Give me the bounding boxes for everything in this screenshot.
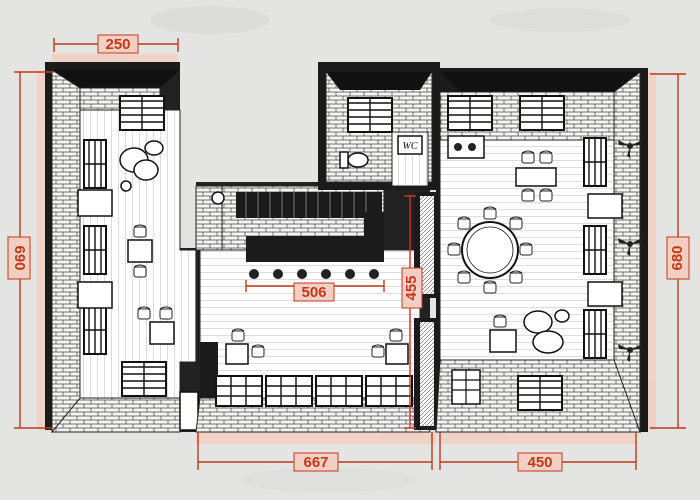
wall-picture [77, 281, 113, 309]
sink-icon [211, 191, 225, 205]
dimension-bar-length: 506 [301, 284, 326, 301]
window-icon [83, 225, 107, 275]
right-room [435, 68, 648, 434]
chair-icon [251, 344, 265, 358]
stool-icon [273, 269, 283, 279]
table-icon [127, 224, 153, 278]
dimension-bottom-center: 667 [303, 454, 328, 471]
chair-icon [539, 188, 553, 202]
chair-icon [231, 328, 245, 342]
chair-icon [521, 150, 535, 164]
window-icon [583, 225, 607, 275]
wall-picture [587, 281, 623, 307]
chair-icon [509, 270, 523, 284]
wall-picture [587, 193, 623, 219]
dimension-left-height: 690 [11, 245, 28, 270]
chair-icon [521, 188, 535, 202]
bar-stools [249, 269, 379, 279]
window-icon [519, 95, 565, 131]
wc-label: WC [403, 141, 418, 152]
chair-icon [447, 242, 461, 256]
paper-texture [150, 6, 630, 492]
chair-icon [519, 242, 533, 256]
window-icon [517, 375, 563, 411]
stool-icon [345, 269, 355, 279]
center-room [179, 182, 431, 433]
chair-icon [493, 314, 507, 328]
armchair-icon [119, 140, 164, 192]
stool-icon [249, 269, 259, 279]
chair-icon [509, 216, 523, 230]
toilet-icon [339, 151, 369, 169]
round-table-icon [447, 206, 533, 294]
table-icon [137, 306, 175, 345]
wall-stub [179, 391, 199, 431]
window-icon [121, 361, 167, 397]
window-icon [83, 305, 107, 355]
side-counter [200, 342, 218, 410]
dimension-bottom-right: 450 [527, 454, 552, 471]
window-icon [347, 97, 393, 133]
chair-icon [483, 280, 497, 294]
chair-icon [389, 328, 403, 342]
wc-sign [397, 135, 423, 155]
bar-counter [246, 212, 384, 262]
chair-icon [539, 150, 553, 164]
chair-icon [137, 306, 151, 320]
chair-icon [133, 224, 147, 238]
left-room [45, 62, 197, 433]
window-icon [583, 309, 607, 359]
wall-picture [77, 189, 113, 217]
table-icon [225, 328, 265, 365]
armchair-icon [523, 309, 570, 354]
window-icon [583, 137, 607, 187]
table-icon [371, 328, 409, 365]
wc-area: WC [318, 62, 440, 190]
chair-icon [457, 216, 471, 230]
window-icon [447, 95, 493, 131]
glass-door-panels [215, 375, 413, 407]
stool-icon [321, 269, 331, 279]
dimension-partition-height: 455 [403, 275, 420, 300]
stool-icon [297, 269, 307, 279]
window-icon [119, 95, 165, 131]
window-icon [83, 139, 107, 189]
chair-icon [133, 264, 147, 278]
chair-icon [371, 344, 385, 358]
back-counter [236, 192, 382, 218]
chair-icon [483, 206, 497, 220]
dimension-right-height: 680 [669, 245, 686, 270]
stove-icon [447, 135, 485, 159]
table-icon [515, 150, 557, 202]
table-icon [489, 314, 517, 353]
stool-icon [369, 269, 379, 279]
chair-icon [159, 306, 173, 320]
chair-icon [457, 270, 471, 284]
dimension-labels: 250 690 680 506 455 667 450 [7, 34, 690, 472]
dimension-top-width: 250 [105, 36, 130, 53]
